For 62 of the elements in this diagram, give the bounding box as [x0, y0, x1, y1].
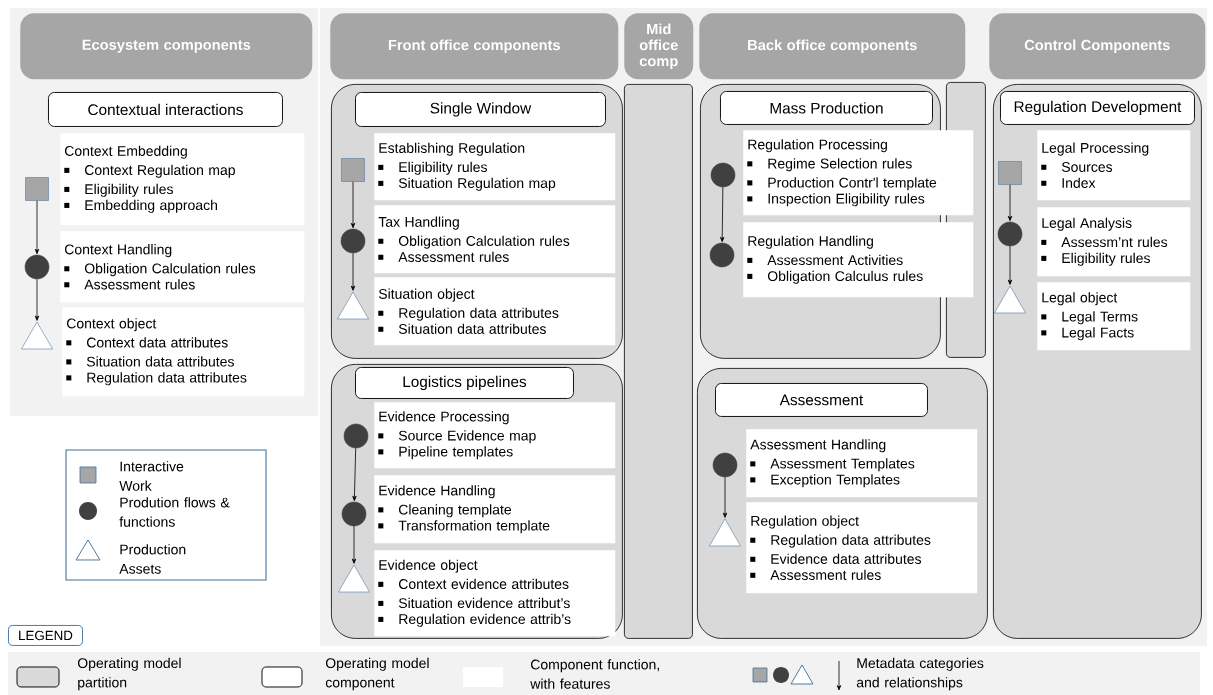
- legend-text: Production Assets: [119, 544, 186, 574]
- column-header: Back office components: [699, 13, 966, 80]
- circle-symbol: [24, 254, 50, 280]
- circle-symbol: [709, 242, 735, 268]
- arrow: [350, 181, 356, 229]
- component-box: Logistics pipelines: [355, 367, 574, 399]
- function-card: Legal Analysis Assessm’nt rules Eligibility rules: [1037, 207, 1191, 277]
- circle-symbol: [341, 501, 367, 527]
- function-card: Regulation object Regulation data attributes Evidence data attributes Assessment rules: [746, 502, 978, 594]
- component-box: Contextual interactions: [48, 92, 283, 127]
- triangle-symbol: [337, 291, 369, 320]
- arrow: [1007, 184, 1013, 222]
- function-card: Regulation Handling Assessment Activities Obligation Calculus rules: [743, 222, 974, 298]
- function-card: Tax Handling Obligation Calculation rules Assessment rules: [374, 205, 616, 274]
- arrow: [350, 252, 356, 291]
- function-card: Context Embedding Context Regulation map Eligibility rules Embedding approach: [60, 133, 305, 226]
- circle-symbol: [712, 452, 738, 478]
- function-card: Context Handling Obligation Calculation rules Assessment rules: [60, 231, 305, 303]
- function-card: Legal object Legal Terms Legal Facts: [1037, 282, 1191, 351]
- legend-text: Operating model partition: [77, 657, 181, 691]
- legend-text: Interactive Work: [119, 461, 184, 491]
- circle-symbol: [343, 423, 369, 449]
- function-card: Legal Processing Sources Index: [1037, 130, 1191, 201]
- function-card: Regulation Processing Regime Selection rules Production Contr'l template Inspection Eligibility rules: [743, 130, 974, 216]
- circle-symbol: [340, 228, 366, 254]
- arrow: [722, 476, 728, 518]
- circle-symbol: [710, 162, 736, 188]
- function-card: Evidence Handling Cleaning template Transformation template: [374, 475, 616, 544]
- component-box: Single Window: [355, 92, 606, 127]
- partition-box: [624, 84, 693, 639]
- circle-symbol: [997, 221, 1023, 247]
- function-card: Assessment Handling Assessment Templates Exception Templates: [746, 429, 978, 498]
- column-header: Front office components: [330, 13, 619, 80]
- arrow: [1007, 245, 1013, 285]
- triangle-symbol: [338, 564, 370, 593]
- arrow: [352, 447, 357, 502]
- column-header: Control Components: [989, 13, 1206, 80]
- arrow: [34, 200, 40, 255]
- function-card: Context object Context data attributes Situation data attributes Regulation data attributes: [62, 307, 305, 397]
- legend-text: Prodution flows & functions: [119, 497, 230, 527]
- triangle-symbol: [994, 285, 1026, 314]
- arrow: [720, 186, 725, 243]
- legend-text: Metadata categories and relationships: [856, 657, 984, 691]
- legend-heading: LEGEND: [8, 625, 83, 646]
- component-box: Assessment: [715, 383, 928, 417]
- arrow: [34, 278, 40, 321]
- triangle-symbol: [709, 518, 741, 547]
- legend-text: Operating model component: [325, 657, 429, 691]
- arrow: [351, 525, 357, 564]
- function-card: Establishing Regulation Eligibility rules Situation Regulation map: [374, 133, 616, 201]
- component-box: Regulation Development: [1000, 91, 1195, 125]
- function-card: Evidence object Context evidence attributes Situation evidence attribut’s Regulation evidence attrib’s: [374, 550, 616, 637]
- square-symbol: [998, 161, 1022, 185]
- square-symbol: [341, 158, 365, 182]
- square-symbol: [25, 177, 49, 201]
- component-box: Mass Production: [720, 91, 933, 125]
- column-header: Ecosystem components: [20, 13, 313, 80]
- function-card: Situation object Regulation data attributes Situation data attributes: [374, 277, 616, 346]
- function-card: Evidence Processing Source Evidence map Pipeline templates: [374, 402, 616, 469]
- triangle-symbol: [21, 321, 53, 350]
- column-header: Mid office comp: [624, 13, 694, 80]
- legend-text: Component function, with features: [530, 659, 659, 689]
